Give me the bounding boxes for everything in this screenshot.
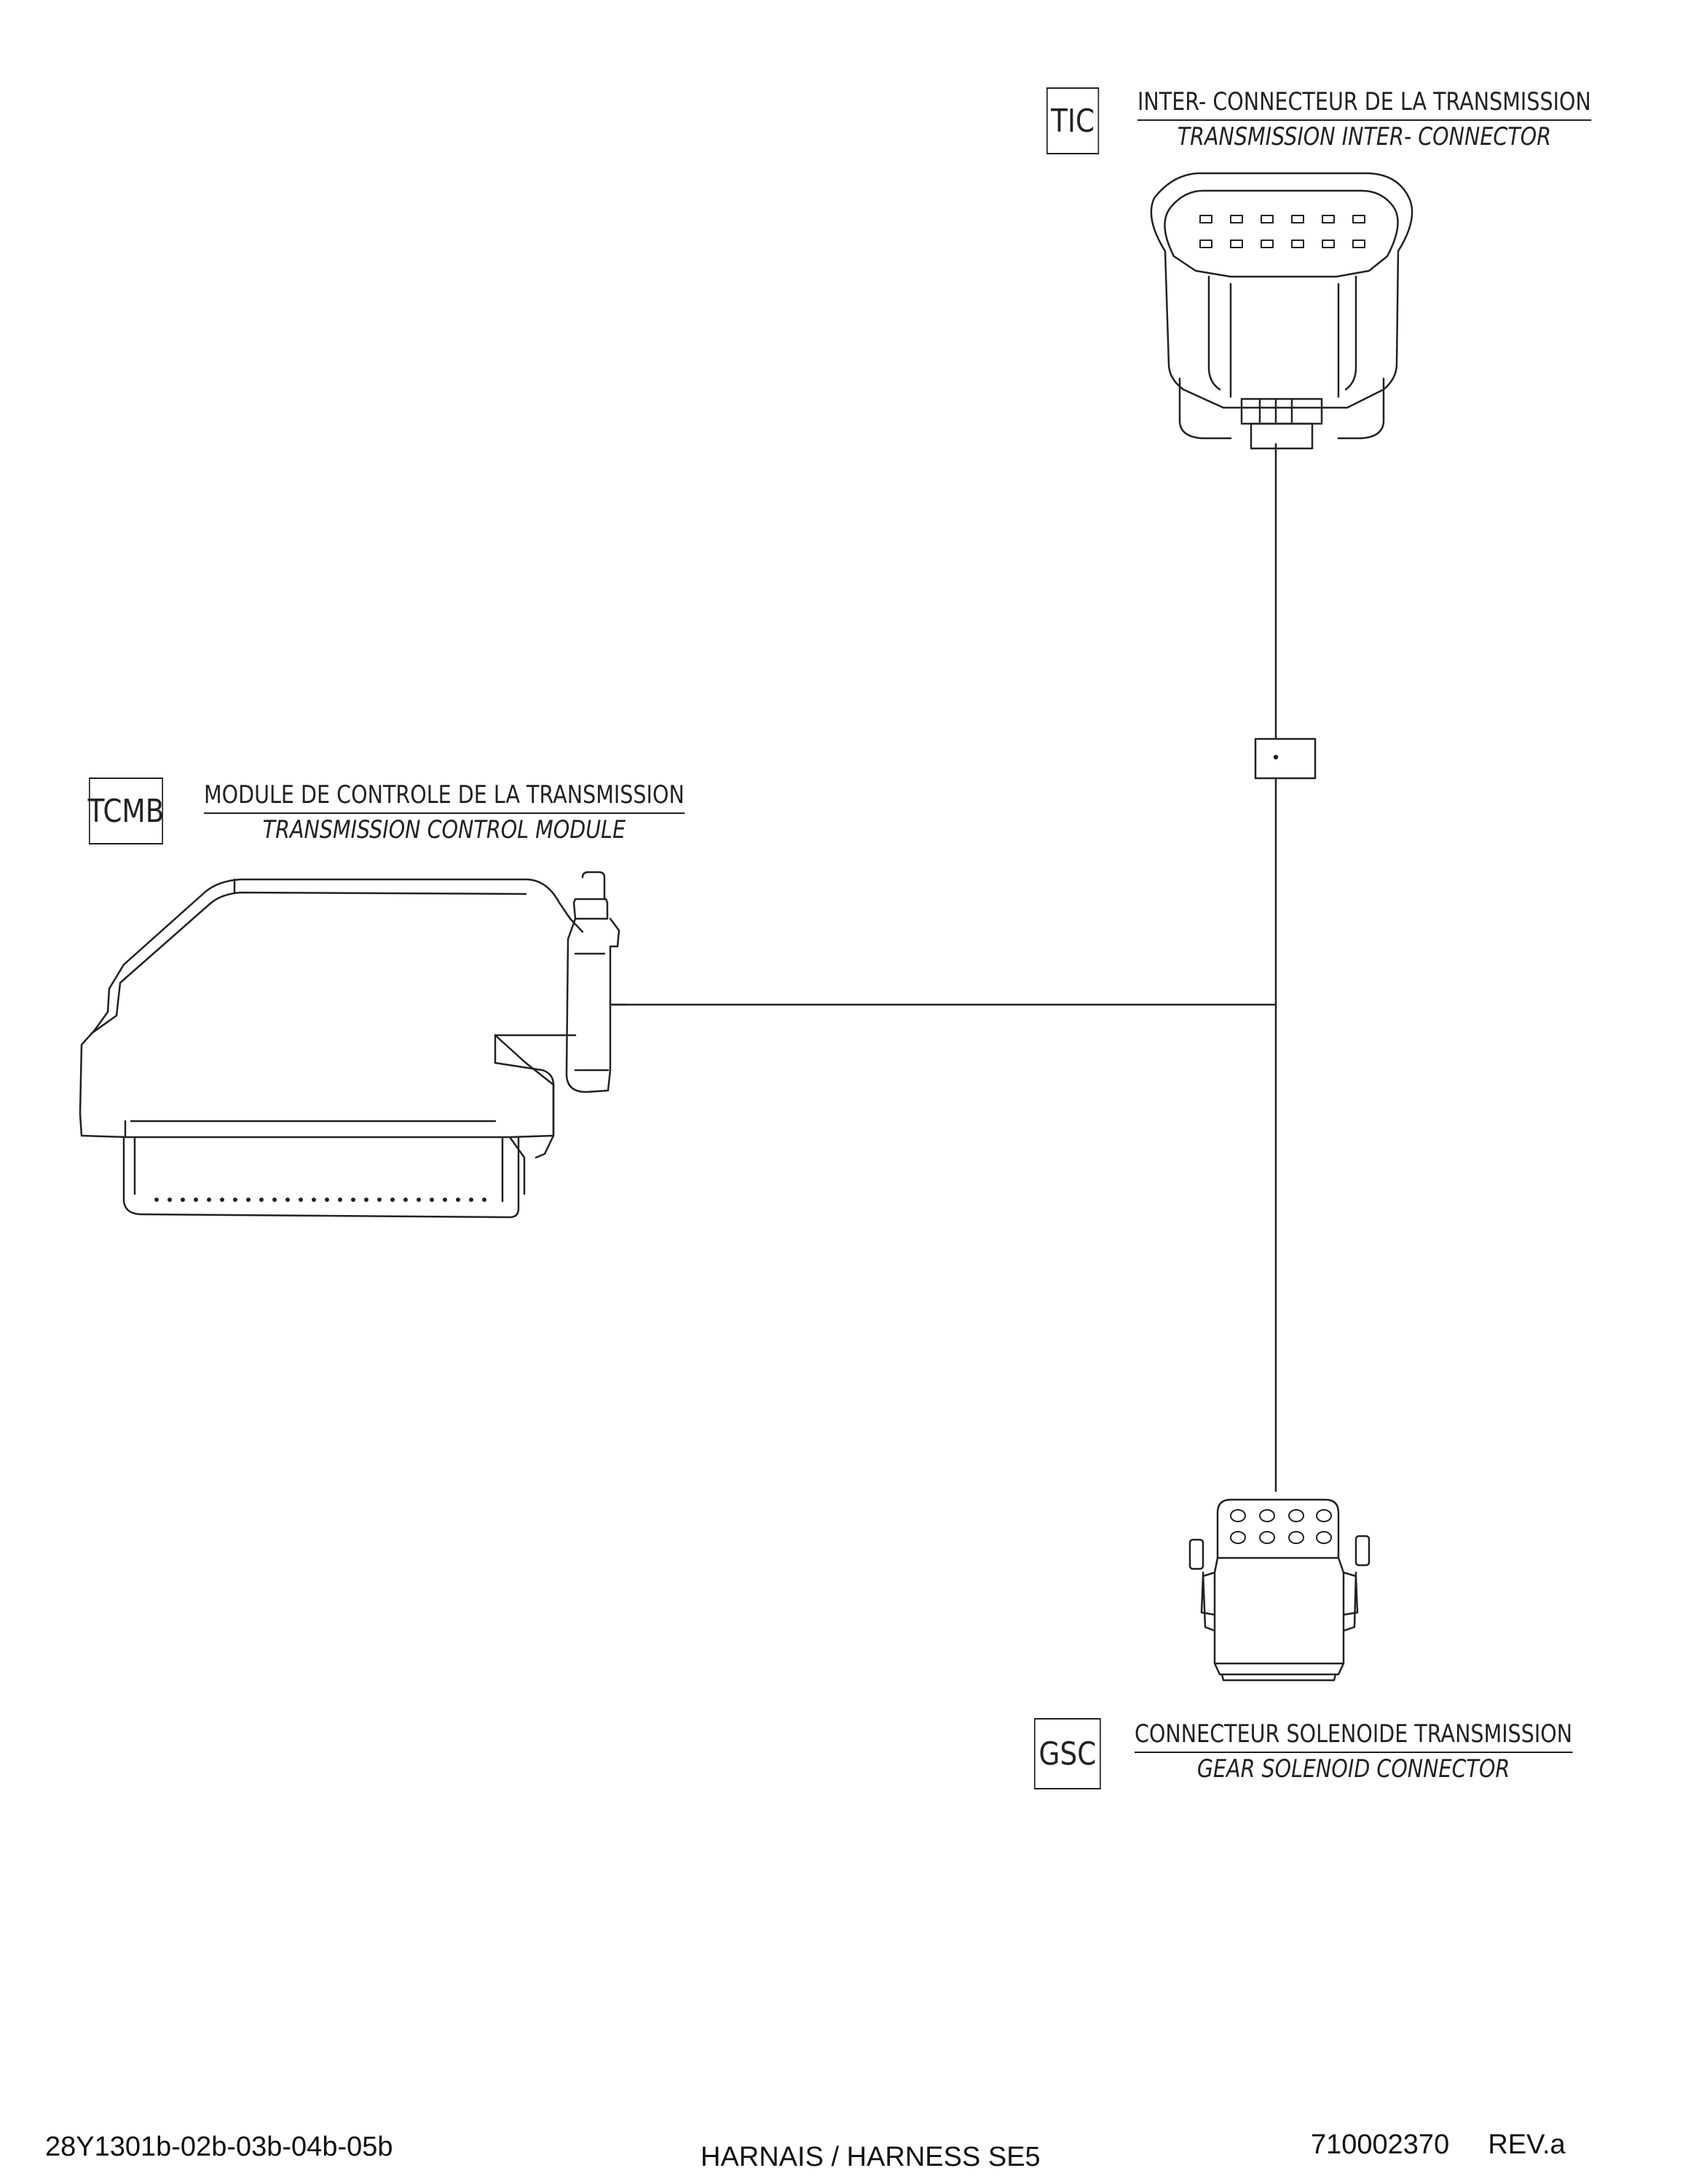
tic-connector (1150, 172, 1413, 450)
tcmb-pin-row (154, 1198, 486, 1202)
wiring (609, 443, 1317, 1492)
wire-sleeve-marker (1254, 737, 1317, 780)
gsc-connector (1188, 1498, 1370, 1682)
gsc-label: CONNECTEUR SOLENOIDE TRANSMISSION GEAR S… (1135, 1718, 1573, 1785)
tic-code: TIC (1051, 102, 1095, 140)
footer-drawing-refs: 28Y1301b-02b-03b-04b-05b (45, 2132, 393, 2162)
footer-part-revision: 710002370 REV.a (1311, 2129, 1566, 2161)
tic-label-en: TRANSMISSION INTER- CONNECTOR (1177, 122, 1552, 151)
wire-sleeve-dot (1273, 754, 1279, 760)
gsc-label-fr: CONNECTEUR SOLENOIDE TRANSMISSION (1135, 1718, 1573, 1753)
tic-pin-row (1199, 215, 1365, 248)
gsc-code-box: GSC (1034, 1718, 1101, 1789)
tcmb-code-box: TCMB (87, 778, 165, 844)
gsc-pin-row (1230, 1509, 1332, 1544)
tcmb-label-en: TRANSMISSION CONTROL MODULE (262, 815, 626, 844)
gsc-code: GSC (1038, 1735, 1097, 1773)
tic-label-fr: INTER- CONNECTEUR DE LA TRANSMISSION (1137, 86, 1591, 121)
tcmb-label: MODULE DE CONTROLE DE LA TRANSMISSION TR… (204, 779, 685, 846)
footer-revision: REV.a (1488, 2129, 1566, 2160)
tcmb-label-fr: MODULE DE CONTROLE DE LA TRANSMISSION (204, 779, 685, 814)
tcmb-code: TCMB (87, 792, 165, 830)
footer-part-number: 710002370 (1311, 2129, 1450, 2160)
footer-title: HARNAIS / HARNESS SE5 (701, 2142, 1041, 2172)
tic-label: INTER- CONNECTEUR DE LA TRANSMISSION TRA… (1137, 86, 1596, 153)
tic-code-box: TIC (1046, 87, 1100, 154)
gsc-label-en: GEAR SOLENOID CONNECTOR (1196, 1754, 1510, 1784)
tcmb-module (79, 871, 628, 1219)
